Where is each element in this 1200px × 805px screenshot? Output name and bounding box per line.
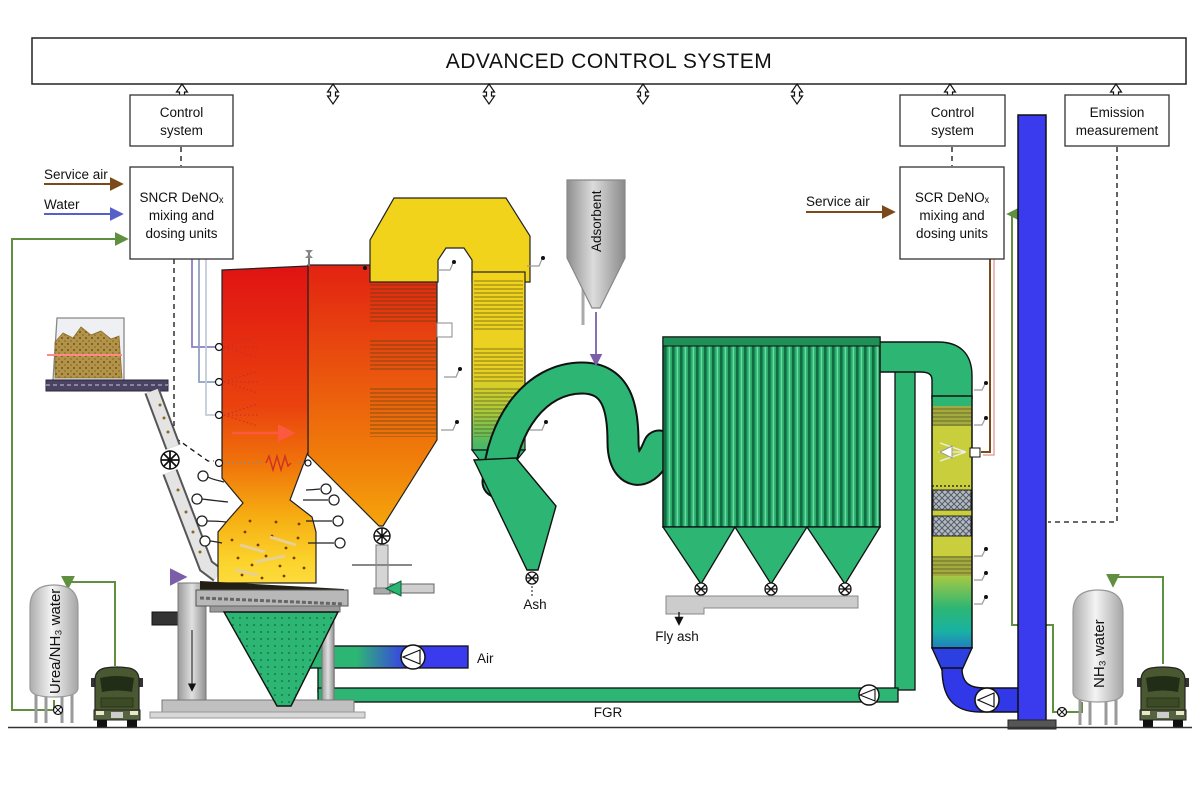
superheater-tube-bank: [370, 340, 437, 370]
secondary-air-lances: [191, 470, 346, 549]
id-fan-icon: [974, 687, 1000, 713]
first-pass: [307, 264, 453, 527]
scr-reagent-feed-line: [981, 259, 995, 456]
utility-inlets: Service air Water Service air: [44, 167, 896, 221]
banner-title: ADVANCED CONTROL SYSTEM: [446, 50, 773, 73]
fuel-hopper: [47, 317, 125, 381]
bottom-ash-hopper: [222, 611, 340, 707]
first-pass-ash-valve: [352, 527, 435, 597]
delivery-truck-right: [1137, 666, 1189, 727]
catalyst-layer: [932, 489, 972, 511]
adsorbent-silo: Adsorbent: [566, 179, 626, 367]
emission-line2: measurement: [1076, 123, 1159, 138]
tank-valve-icon: [1056, 706, 1068, 718]
access-port: [436, 322, 453, 338]
emission-line1: Emission: [1090, 105, 1145, 120]
scr-line3: dosing units: [916, 226, 988, 241]
flame-sparks: [230, 519, 306, 580]
superheater-tube-bank: [370, 386, 437, 437]
control-system-box-right: Control system: [899, 94, 1006, 147]
convective-tube-bank: [474, 346, 523, 384]
delivery-truck-left: [91, 666, 143, 727]
baghouse-hopper: [661, 526, 737, 586]
baghouse-hopper: [733, 526, 809, 586]
scr-reactor: [930, 395, 1019, 713]
safety-valve-icon: [305, 250, 313, 266]
emission-measurement-box: Emission measurement: [1064, 94, 1170, 147]
service-air-left-label: Service air: [44, 167, 108, 182]
fuel-rotary-valve-icon: [160, 450, 180, 470]
boiler-support-structure: [149, 582, 366, 719]
flue-gas-s-duct: [481, 361, 685, 499]
reagent-supply-lines: [11, 207, 1164, 713]
fuel-chute: [144, 388, 223, 582]
air-label: Air: [477, 651, 494, 666]
sncr-lance-ports: [214, 342, 312, 468]
sncr-lance-feed-lines: [191, 259, 215, 416]
control-right-line2: system: [931, 123, 974, 138]
sncr-line1: SNCR DeNOₓ: [140, 190, 225, 205]
boiler-ash-hopper: Ash: [472, 457, 557, 612]
grate: [195, 581, 349, 613]
baghouse-filter: Fly ash: [655, 336, 882, 644]
service-air-right-label: Service air: [806, 194, 870, 209]
control-system-box-left: Control system: [129, 94, 234, 147]
control-left-line2: system: [160, 123, 203, 138]
fgr-duct: [317, 369, 916, 703]
tank-valve-icon: [52, 704, 64, 716]
scr-injection-nozzle-icon: [938, 442, 981, 462]
convective-tube-bank: [474, 278, 523, 330]
control-left-line1: Control: [160, 105, 204, 120]
nh3-tank-label: NH₃ water: [1091, 619, 1108, 688]
scr-line2: mixing and: [919, 208, 984, 223]
scr-mixing-dosing-box: SCR DeNOₓ mixing and dosing units: [899, 166, 1005, 260]
fly-ash-label: Fly ash: [655, 629, 699, 644]
fgr-return-arrow-icon: [384, 580, 402, 597]
fgr-label: FGR: [594, 705, 623, 720]
burning-fuel-pieces: [234, 535, 297, 577]
urea-tank: Urea/NH₃ water: [29, 584, 79, 723]
stack: [1007, 114, 1057, 730]
nh3-tank: NH₃ water: [1056, 589, 1124, 725]
baghouse-hopper: [805, 526, 882, 586]
control-signal-lines: [173, 147, 1118, 523]
air-fan-icon: [400, 644, 426, 670]
acoustic-sensor: [224, 453, 305, 473]
urea-tank-label: Urea/NH₃ water: [47, 589, 64, 694]
sncr-line2: mixing and: [149, 208, 214, 223]
advanced-control-system-banner: ADVANCED CONTROL SYSTEM: [31, 37, 1187, 85]
sncr-mixing-dosing-box: SNCR DeNOₓ mixing and dosing units: [129, 166, 234, 260]
furnace: [191, 250, 346, 584]
catalyst-layer: [932, 515, 972, 537]
fly-ash-trough: [665, 595, 859, 615]
control-right-line1: Control: [931, 105, 975, 120]
fgr-fan-icon: [858, 684, 880, 706]
scr-line1: SCR DeNOₓ: [915, 190, 990, 205]
flyash-rotary-valve-icons: [694, 582, 852, 596]
sncr-line3: dosing units: [145, 226, 217, 241]
superheater-tube-bank: [370, 277, 437, 322]
ash-label: Ash: [523, 597, 546, 612]
water-label: Water: [44, 197, 80, 212]
adsorbent-label: Adsorbent: [589, 190, 604, 252]
fuel-conveyor: [45, 379, 169, 392]
soot-blower-ports: [363, 256, 988, 605]
